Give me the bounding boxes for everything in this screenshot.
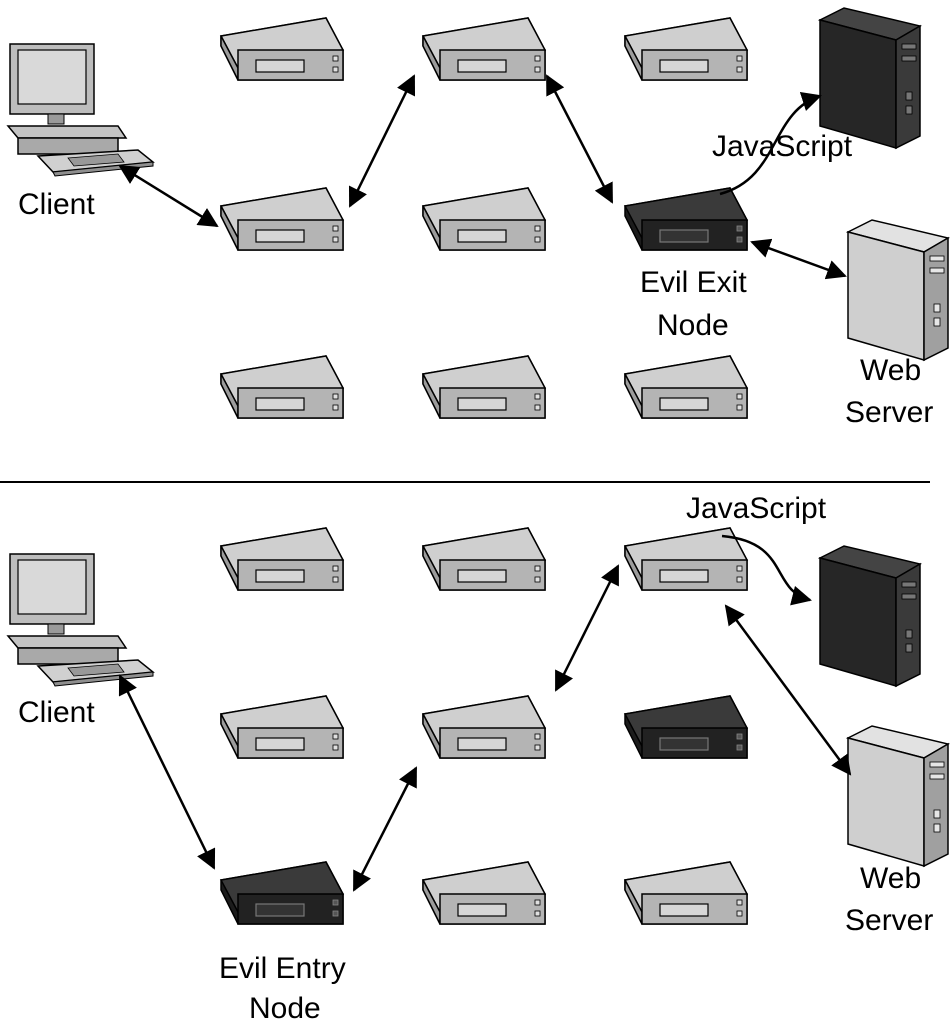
bottom-javascript-injection-arrow	[721, 534, 812, 606]
top-web-server-icon	[847, 219, 949, 361]
top-relay-node-icon	[220, 355, 344, 419]
top-arrow-middle-to-exit	[545, 74, 614, 204]
bottom-evil-node-label-line1: Evil Entry	[219, 952, 346, 985]
top-evil-exit-node-icon	[624, 187, 748, 251]
bottom-client-label: Client	[18, 696, 95, 729]
bottom-arrow-evil-entry-to-middle	[352, 766, 418, 892]
top-relay-node-icon	[220, 17, 344, 81]
top-relay-node-icon	[422, 17, 546, 81]
top-javascript-label: JavaScript	[712, 130, 853, 163]
bottom-relay-node-icon	[422, 527, 546, 591]
bottom-javascript-label: JavaScript	[686, 492, 827, 525]
bottom-web-server-label-line2: Server	[845, 904, 933, 937]
top-relay-node-icon	[624, 17, 748, 81]
top-web-server-label-line1: Web	[860, 354, 921, 387]
top-client-label: Client	[18, 188, 95, 221]
top-arrow-entry-to-middle	[348, 74, 416, 208]
top-evil-node-label-line1: Evil Exit	[640, 266, 747, 299]
bottom-web-server-label-line1: Web	[860, 862, 921, 895]
bottom-client-computer-icon	[7, 553, 154, 687]
top-relay-node-icon	[624, 355, 748, 419]
bottom-relay-node-icon	[422, 695, 546, 759]
bottom-arrow-client-to-evil-entry	[118, 674, 216, 870]
bottom-relay-node-icon	[220, 695, 344, 759]
bottom-relay-node-icon	[624, 861, 748, 925]
top-web-server-label-line2: Server	[845, 396, 933, 429]
top-javascript-target-server-icon	[819, 7, 921, 149]
bottom-arrow-middle-to-exit	[554, 564, 620, 692]
bottom-evil-entry-node-icon	[220, 861, 344, 925]
top-evil-node-label-line2: Node	[657, 309, 729, 342]
top-javascript-injection-arrow	[719, 91, 822, 196]
bottom-arrow-exit-to-web-server	[724, 604, 852, 776]
top-client-computer-icon	[7, 43, 154, 177]
top-arrow-client-to-entry	[118, 164, 219, 228]
bottom-evil-relay-node-icon	[624, 695, 748, 759]
bottom-panel: Client JavaScript Evil Entry Node Web Se…	[7, 492, 949, 1025]
top-panel: Client Evil Exit Node JavaScript Web Ser…	[7, 7, 949, 429]
top-relay-node-icon	[422, 187, 546, 251]
bottom-web-server-icon	[847, 725, 949, 867]
bottom-relay-node-icon	[220, 527, 344, 591]
bottom-relay-node-icon	[422, 861, 546, 925]
bottom-javascript-target-server-icon	[819, 545, 921, 687]
bottom-evil-node-label-line2: Node	[249, 992, 321, 1025]
top-relay-node-icon	[422, 355, 546, 419]
top-relay-node-icon	[220, 187, 344, 251]
top-arrow-exit-to-web-server	[750, 238, 847, 280]
